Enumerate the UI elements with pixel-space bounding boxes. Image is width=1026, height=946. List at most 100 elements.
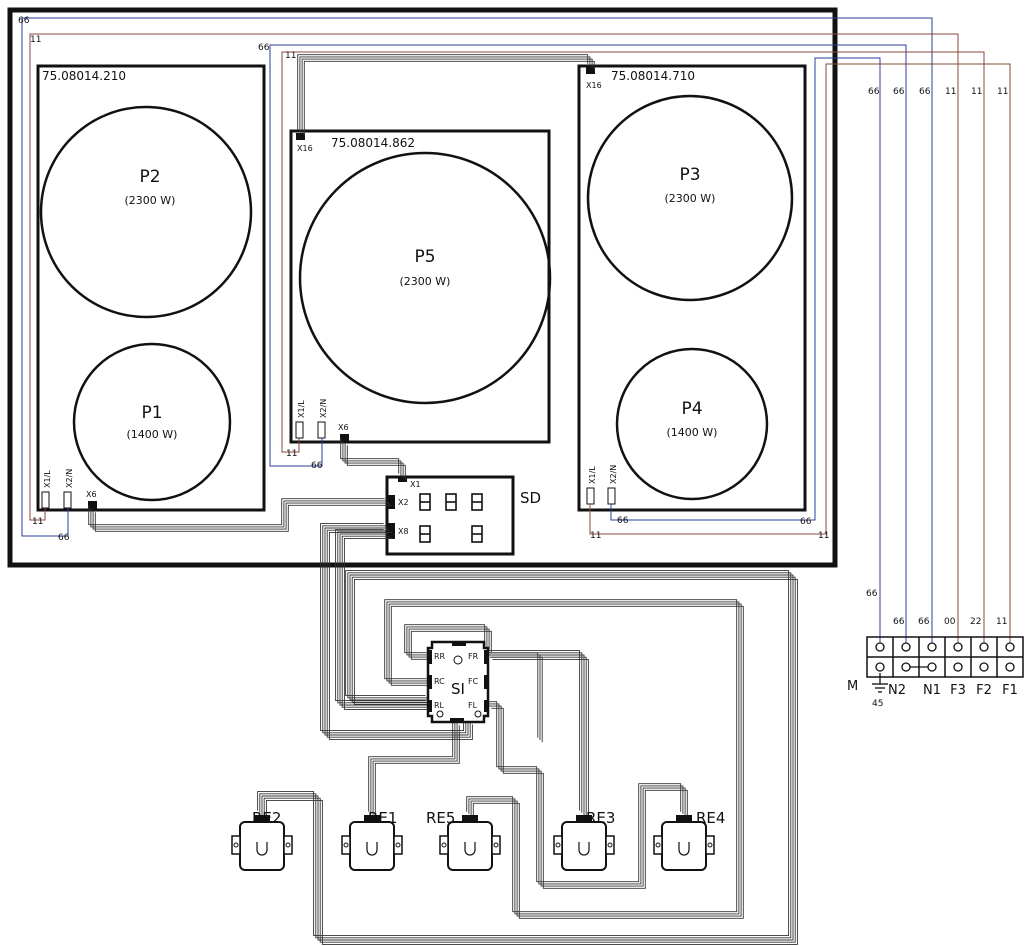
terminal-screw-top bbox=[927, 642, 937, 652]
wire-label-66-g: 66 bbox=[868, 87, 880, 97]
relay-coil-icon bbox=[464, 842, 476, 856]
wire-66-right bbox=[610, 57, 881, 650]
relay-label-re4: RE4 bbox=[696, 809, 725, 827]
relay-tab-left bbox=[553, 835, 563, 855]
relay-re1 bbox=[341, 815, 403, 871]
right-x16-label: X16 bbox=[586, 81, 602, 90]
center-x2n-label: X2/N bbox=[319, 399, 328, 418]
relay-connector bbox=[676, 815, 692, 823]
wire-label-00: 00 bbox=[944, 617, 956, 627]
relay-body bbox=[661, 821, 707, 871]
module-right-code: 75.08014.710 bbox=[611, 69, 695, 83]
relay-connector bbox=[462, 815, 478, 823]
center-x1l-pin bbox=[295, 421, 304, 439]
si-port-fr: FR bbox=[468, 652, 479, 661]
terminal-block bbox=[866, 636, 1024, 678]
cable-re2 bbox=[257, 570, 798, 945]
center-x6-label: X6 bbox=[338, 423, 349, 432]
wire-66-left bbox=[21, 17, 933, 650]
zone-p3-label: P3 bbox=[679, 165, 700, 185]
si-port-rc: RC bbox=[434, 677, 445, 686]
zone-p5 bbox=[298, 151, 552, 405]
terminal-screw-top bbox=[1005, 642, 1015, 652]
sd-x8-label: X8 bbox=[398, 527, 409, 536]
right-x2n-label: X2/N bbox=[609, 465, 618, 484]
ground-symbol bbox=[872, 673, 888, 693]
relay-connector bbox=[364, 815, 380, 823]
relays bbox=[231, 815, 715, 871]
center-x16-connector bbox=[296, 133, 305, 140]
cable-center-x6 bbox=[340, 438, 406, 481]
si-label: SI bbox=[451, 680, 465, 698]
wire-label-66-k: 66 bbox=[893, 617, 905, 627]
center-x6-connector bbox=[340, 434, 349, 442]
relay-hole bbox=[233, 842, 239, 848]
cable-re4 bbox=[484, 701, 688, 889]
cable-re1 bbox=[368, 718, 460, 819]
wire-11-center bbox=[281, 51, 985, 650]
cable-re5 bbox=[384, 599, 744, 919]
right-x2n-pin bbox=[607, 487, 616, 505]
wire-label-11-i: 11 bbox=[997, 87, 1008, 97]
relay-hole bbox=[607, 842, 613, 848]
right-x16-connector bbox=[586, 67, 595, 74]
cable-fr-branch bbox=[485, 652, 543, 743]
wire-label-45: 45 bbox=[872, 699, 883, 709]
center-x1l-label: X1/L bbox=[297, 400, 306, 418]
wire-label-11-b: 11 bbox=[285, 51, 296, 61]
wire-label-11-g: 11 bbox=[945, 87, 956, 97]
left-x1l-label: X1/L bbox=[43, 470, 52, 488]
cooktop-outline bbox=[7, 7, 838, 568]
sd-displays bbox=[419, 493, 483, 543]
terminal-label-f3: F3 bbox=[950, 683, 966, 698]
terminal-screw-top bbox=[901, 642, 911, 652]
relay-body bbox=[561, 821, 607, 871]
terminal-label-f2: F2 bbox=[976, 683, 992, 698]
relay-hole bbox=[343, 842, 349, 848]
sd-x1-label: X1 bbox=[410, 480, 421, 489]
relay-hole bbox=[285, 842, 291, 848]
terminal-screw-bottom bbox=[953, 662, 963, 672]
left-x1l-pin bbox=[41, 491, 50, 509]
right-x1l-label: X1/L bbox=[588, 466, 597, 484]
terminal-screw-bottom bbox=[927, 662, 937, 672]
center-x2n-pin bbox=[317, 421, 326, 439]
zone-p3-power: (2300 W) bbox=[665, 192, 716, 205]
cable-x16 bbox=[297, 54, 595, 137]
wire-label-66-a: 66 bbox=[18, 16, 30, 26]
terminal-screw-bottom bbox=[901, 662, 911, 672]
relay-coil-icon bbox=[678, 842, 690, 856]
relay-tab-right bbox=[605, 835, 615, 855]
terminal-label-n1: N1 bbox=[923, 683, 941, 698]
terminal-screw-top bbox=[979, 642, 989, 652]
wire-label-11-e: 11 bbox=[590, 531, 601, 541]
relay-hole bbox=[655, 842, 661, 848]
relay-hole bbox=[555, 842, 561, 848]
si-holes bbox=[436, 655, 482, 718]
zone-p3 bbox=[586, 94, 794, 302]
sd-x1-connector bbox=[398, 477, 407, 482]
wire-label-66-b: 66 bbox=[258, 43, 270, 53]
relay-hole bbox=[395, 842, 401, 848]
terminal-label-f1: F1 bbox=[1002, 683, 1018, 698]
relay-tab-right bbox=[705, 835, 715, 855]
zone-p1 bbox=[72, 342, 232, 502]
terminal-screw-top bbox=[953, 642, 963, 652]
relay-tab-left bbox=[653, 835, 663, 855]
relay-tab-right bbox=[283, 835, 293, 855]
relay-label-re1: RE1 bbox=[368, 809, 397, 827]
left-x2n-pin bbox=[63, 491, 72, 509]
relay-body bbox=[349, 821, 395, 871]
wire-label-66-f: 66 bbox=[800, 517, 812, 527]
center-x16-label: X16 bbox=[297, 144, 313, 153]
zone-p4-power: (1400 W) bbox=[667, 426, 718, 439]
left-x2n-label: X2/N bbox=[65, 469, 74, 488]
left-x6-connector bbox=[88, 501, 97, 509]
wire-11-left bbox=[29, 33, 959, 650]
si-port-rr: RR bbox=[434, 652, 446, 661]
terminal-label-m: M bbox=[847, 679, 858, 694]
terminal-label-n2: N2 bbox=[888, 683, 906, 698]
relay-hole bbox=[493, 842, 499, 848]
wire-label-11-f: 11 bbox=[818, 531, 829, 541]
